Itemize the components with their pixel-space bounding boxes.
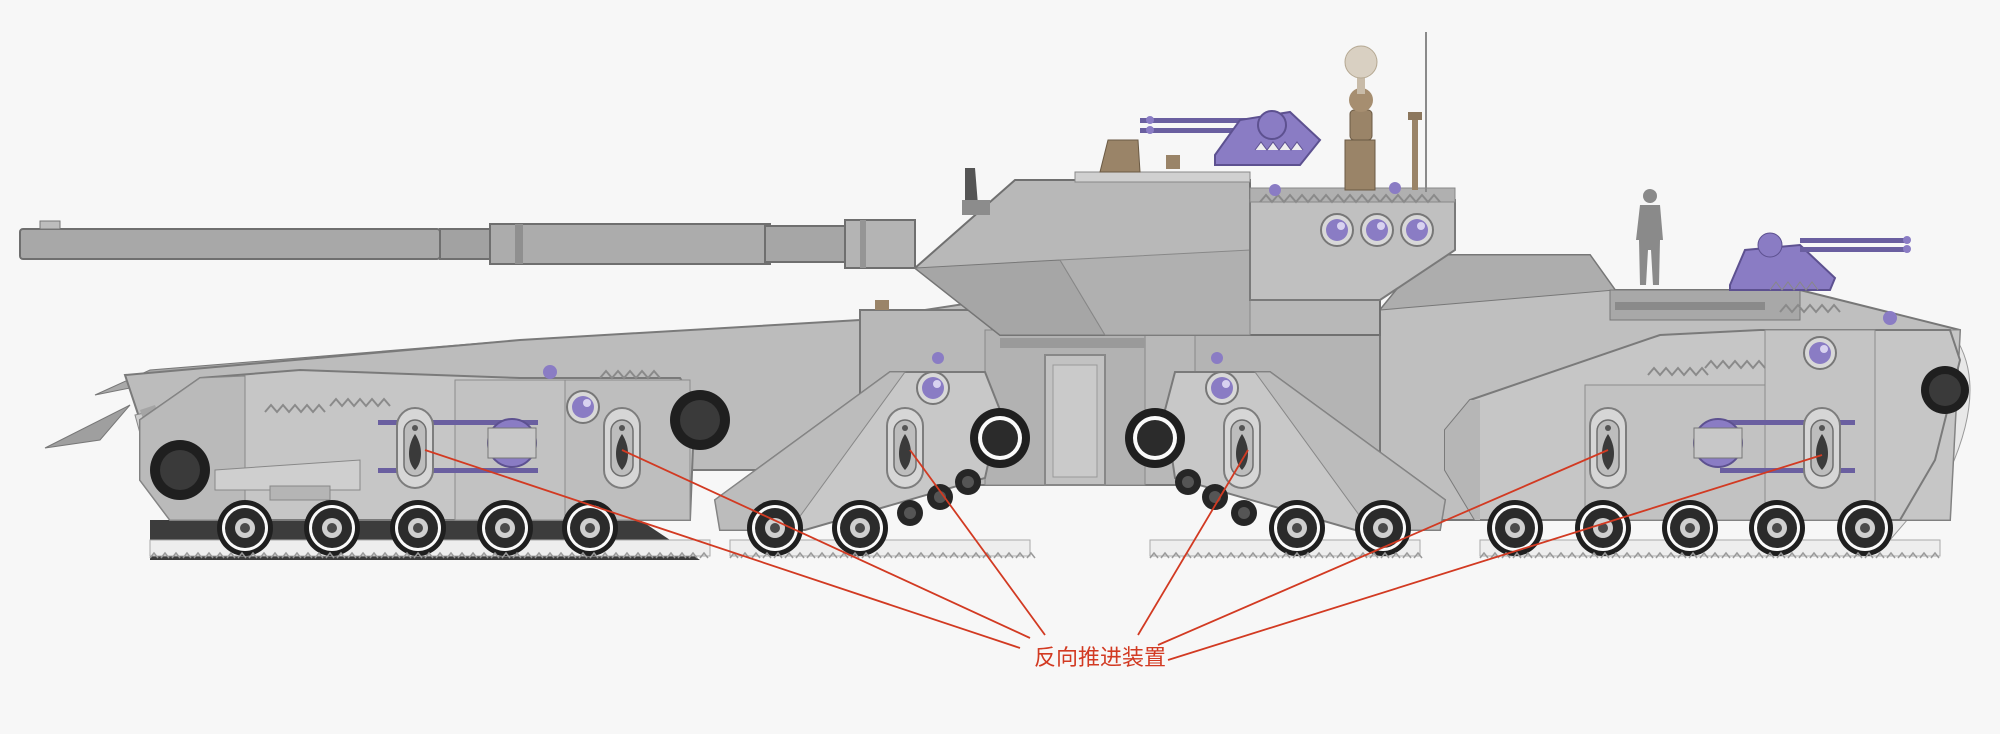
commander-hatch: [875, 139, 1180, 310]
smoke-launcher-icon: [1320, 213, 1434, 247]
side-gun-pod: [378, 418, 538, 473]
turret: [913, 168, 1456, 336]
callout-lines: [424, 449, 1823, 661]
thruster-callout-label: 反向推进装置: [1033, 646, 1166, 671]
mid-right-module: [1125, 352, 1447, 531]
rear-remote-turret-icon: [1729, 232, 1911, 291]
sensor-mast-icon: [1344, 32, 1427, 192]
thruster-icon: [603, 407, 641, 489]
thruster-icon: [1589, 407, 1627, 489]
left-side-module: [139, 365, 697, 521]
thruster-icon: [1223, 407, 1261, 489]
right-side-module: [1444, 304, 1962, 521]
side-gun-pod: [1693, 418, 1855, 473]
thruster-icon: [396, 407, 434, 489]
road-wheel-icon: [150, 366, 1969, 556]
human-scale-figure-icon: [1636, 189, 1663, 285]
thruster-icon: [1803, 407, 1841, 489]
main-gun-icon: [19, 219, 916, 269]
remote-turret-icon: [1140, 110, 1322, 166]
thruster-icon: [886, 407, 924, 489]
